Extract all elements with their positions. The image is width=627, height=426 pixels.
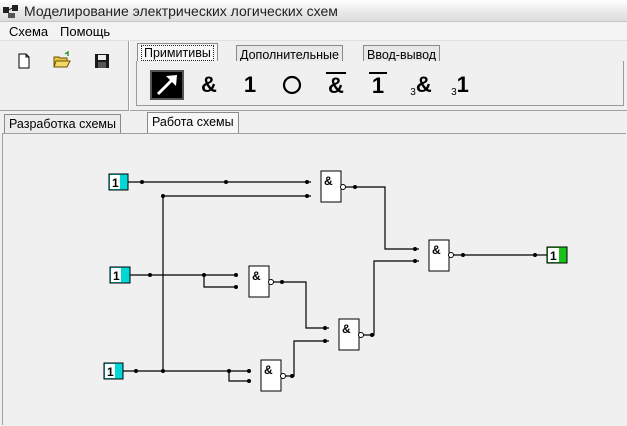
and-gate-1-symbol: & [324, 174, 333, 188]
and-gate-1[interactable]: & [320, 170, 346, 203]
input-2-label: 1 [113, 269, 120, 283]
primitives-palette: & 1 & 1 3 & 3 1 [136, 61, 624, 106]
and-gate-4[interactable]: & [338, 318, 364, 351]
and-gate-5[interactable]: & [428, 239, 454, 272]
wire-junctions [134, 180, 537, 383]
not-gate-button[interactable] [277, 70, 307, 100]
and-gate-symbol: & [201, 72, 217, 97]
tab-scheme-design[interactable]: Разработка схемы [4, 114, 121, 133]
input-source-1[interactable]: 1 [108, 173, 129, 191]
window-title: Моделирование электрических логических с… [24, 3, 338, 19]
open-folder-icon[interactable] [52, 51, 72, 71]
tab-primitives-label: Примитивы [141, 45, 214, 61]
output-indicator[interactable]: 1 [539, 246, 568, 264]
input-source-2[interactable]: 1 [109, 266, 131, 284]
and-gate-2-symbol: & [252, 269, 261, 283]
or-gate-symbol: 1 [243, 72, 257, 97]
document-tabs: Разработка схемы Работа схемы [0, 111, 627, 134]
menu-scheme[interactable]: Схема [9, 24, 49, 39]
pointer-tool-button[interactable] [150, 70, 184, 100]
pointer-arrow-icon [156, 75, 177, 96]
tab-primitives[interactable]: Примитивы [137, 43, 218, 64]
wires [123, 181, 539, 382]
tab-scheme-run[interactable]: Работа схемы [147, 112, 239, 134]
output-label: 1 [550, 249, 557, 263]
or-gate-button[interactable]: 1 [237, 70, 263, 100]
menu-help[interactable]: Помощь [60, 24, 111, 39]
title-bar: Моделирование электрических логических с… [0, 0, 627, 22]
tab-scheme-design-label: Разработка схемы [9, 117, 116, 131]
or3-gate-button[interactable]: 3 1 [445, 70, 475, 100]
menu-bar: Схема Помощь [0, 22, 627, 41]
save-disk-icon[interactable] [92, 51, 112, 71]
circuit-canvas[interactable]: 1 1 1 & & & & [2, 133, 626, 425]
tab-additional-label: Дополнительные [240, 48, 339, 62]
and-gate-2[interactable]: & [248, 265, 274, 298]
and3-inputs-count: 3 [410, 87, 416, 98]
new-file-icon[interactable] [14, 51, 34, 71]
or3-gate-symbol: 1 [456, 72, 469, 97]
and3-gate-button[interactable]: 3 & [403, 70, 439, 100]
nand-gate-symbol: & [326, 72, 346, 98]
and-gate-4-symbol: & [342, 322, 351, 336]
nor-gate-button[interactable]: 1 [363, 70, 393, 100]
input-3-label: 1 [107, 365, 114, 379]
and-gate-3-symbol: & [264, 363, 273, 377]
nand-gate-button[interactable]: & [319, 70, 353, 100]
input-1-label: 1 [112, 176, 119, 190]
and3-gate-symbol: & [415, 72, 432, 97]
tab-additional[interactable]: Дополнительные [236, 45, 343, 64]
tab-input-output[interactable]: Ввод-вывод [363, 45, 441, 64]
toolbar-separator [128, 41, 130, 111]
input-source-3[interactable]: 1 [103, 362, 124, 380]
circuit-diagram: 1 1 1 & & & & [103, 170, 568, 392]
not-circle-icon [282, 75, 302, 95]
tab-input-output-label: Ввод-вывод [367, 48, 437, 62]
nor-gate-symbol: 1 [368, 72, 388, 98]
tab-scheme-run-label: Работа схемы [152, 115, 234, 129]
and-gate-button[interactable]: & [195, 70, 223, 100]
or3-inputs-count: 3 [451, 87, 457, 98]
and-gate-5-symbol: & [432, 243, 441, 257]
and-gate-3[interactable]: & [260, 359, 286, 392]
app-icon [3, 5, 18, 18]
